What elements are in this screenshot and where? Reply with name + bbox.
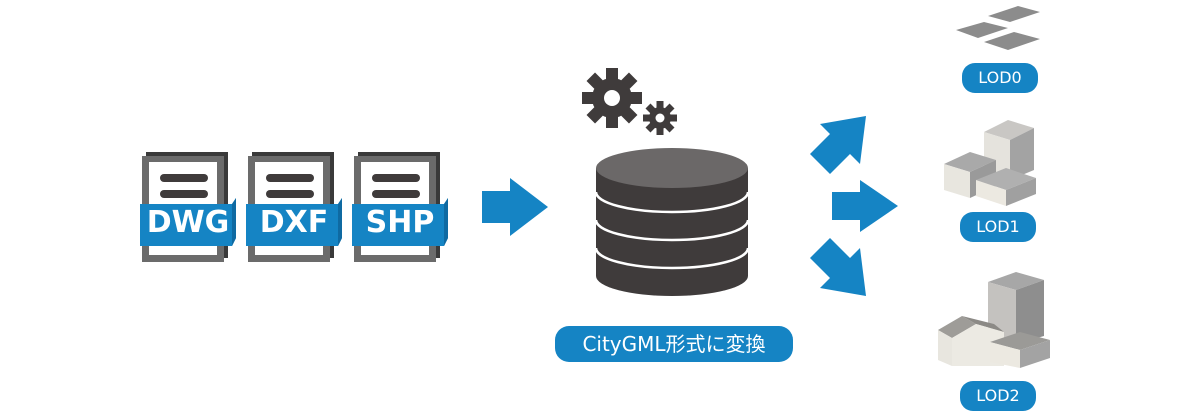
file-dwg: DWG (140, 150, 236, 270)
arrow-up-right-icon (810, 116, 866, 174)
roofed-buildings-icon (938, 272, 1050, 368)
file-shp: SHP (352, 150, 448, 270)
file-dxf: DXF (246, 150, 342, 270)
lod0-label: LOD0 (962, 63, 1038, 93)
file-document-icon (352, 152, 448, 262)
file-format-label: DWG (146, 205, 230, 240)
arrow-right-icon (832, 180, 898, 232)
file-document-icon (140, 152, 236, 262)
block-buildings-icon (944, 120, 1036, 206)
arrow-down-right-icon (810, 238, 866, 296)
arrow-right-icon (482, 178, 548, 236)
file-format-label: DXF (259, 205, 329, 240)
gears-icon (582, 68, 677, 135)
process-label: CityGML形式に変換 (555, 326, 793, 362)
flat-footprint-icon (956, 6, 1040, 50)
file-document-icon (246, 152, 342, 262)
file-format-label: SHP (365, 205, 435, 240)
database-icon (594, 148, 750, 296)
lod2-label: LOD2 (960, 381, 1036, 411)
lod1-label: LOD1 (960, 212, 1036, 242)
